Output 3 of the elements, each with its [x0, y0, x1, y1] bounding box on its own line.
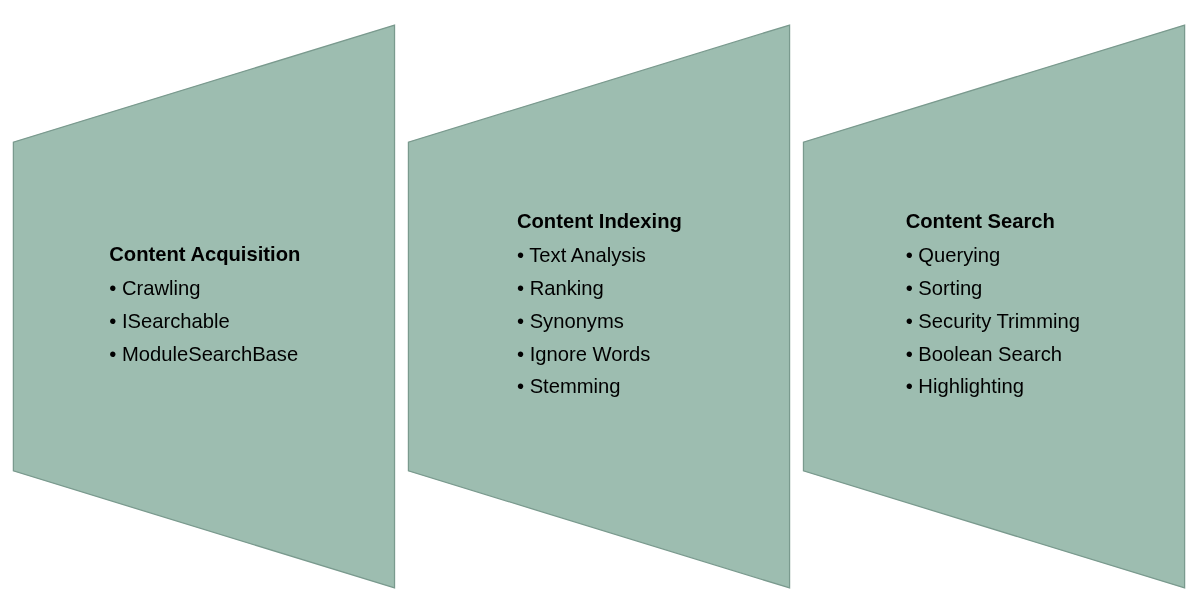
node-box: Content Indexing • Text Analysis • Ranking • Synonyms • Ignore Words • Stemming — [407, 24, 791, 589]
node-box: Content Search • Querying • Sorting • Security Trimming • Boolean Search • Highlighting — [802, 24, 1186, 589]
node-box: Content Acquisition • Crawling • ISearchable • ModuleSearchBase — [12, 24, 396, 589]
